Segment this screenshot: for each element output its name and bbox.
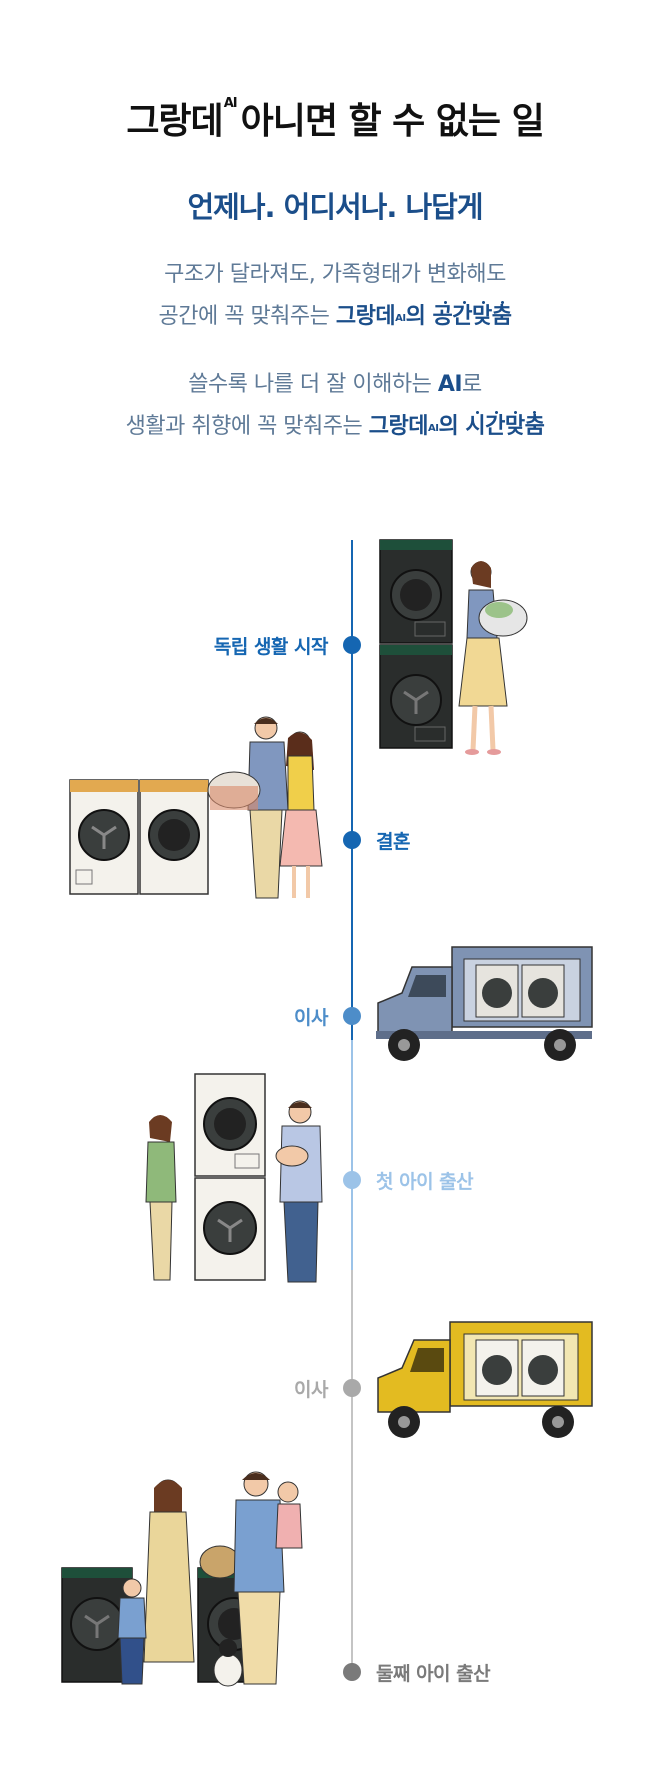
para1-line2: 공간에 꼭 맞춰주는 그랑데AI의 공간맞춤 bbox=[0, 296, 670, 338]
stacked-dark-dryer bbox=[379, 539, 453, 644]
para2-highlight: 시간맞춤 bbox=[465, 414, 545, 439]
move-truck-yellow bbox=[377, 1321, 593, 1438]
para1-of: 의 bbox=[405, 304, 433, 329]
mother-figure-2 bbox=[143, 1479, 195, 1663]
timeline-dot-independence bbox=[343, 636, 361, 654]
timeline-label-move-2: 이사 bbox=[294, 1379, 328, 1401]
marriage-illustration bbox=[69, 716, 323, 899]
timeline-dot-move-2 bbox=[343, 1379, 361, 1397]
timeline-label-move-1: 이사 bbox=[294, 1007, 328, 1029]
timeline-label-second-child: 둘째 아이 출산 bbox=[376, 1663, 491, 1685]
timeline-label-first-child: 첫 아이 출산 bbox=[376, 1171, 474, 1193]
timeline-line-top bbox=[351, 540, 353, 1040]
subtitle: 언제나. 어디서나. 나답게 bbox=[187, 190, 483, 224]
para2-line2: 생활과 취향에 꼭 맞춰주는 그랑데AI의 시간맞춤 bbox=[0, 406, 670, 448]
brand-ai-sup: AI bbox=[223, 96, 238, 111]
father-with-toddler bbox=[233, 1471, 303, 1685]
older-child bbox=[117, 1578, 147, 1685]
para2-of: 의 bbox=[438, 414, 466, 439]
para2-ai: AI bbox=[437, 372, 463, 397]
timeline-dot-marriage bbox=[343, 831, 361, 849]
para1-brand-sup: AI bbox=[395, 313, 406, 324]
white-stacked-units bbox=[194, 1073, 266, 1281]
timeline-dot-first-child bbox=[343, 1171, 361, 1189]
para1-brand: 그랑데 bbox=[335, 304, 396, 329]
father-with-baby bbox=[275, 1100, 323, 1283]
para2-line1-text: 쓸수록 나를 더 잘 이해하는 bbox=[188, 372, 438, 397]
para1-highlight: 공간맞춤 bbox=[432, 304, 512, 329]
timeline-label-marriage: 결혼 bbox=[376, 831, 410, 853]
timeline-line-mid bbox=[351, 1040, 353, 1270]
white-dryer bbox=[139, 779, 209, 895]
time-fit-paragraph: 쓸수록 나를 더 잘 이해하는 AI로 생활과 취향에 꼭 맞춰주는 그랑데AI… bbox=[0, 364, 670, 448]
timeline-label-independence: 독립 생활 시작 bbox=[213, 636, 329, 658]
brand-name: 그랑데 bbox=[126, 101, 223, 142]
para2-brand: 그랑데 bbox=[368, 414, 429, 439]
couple-with-basket bbox=[207, 716, 323, 899]
second-child-illustration bbox=[61, 1471, 303, 1687]
stacked-dark-washer bbox=[379, 644, 453, 749]
woman-with-basket bbox=[458, 561, 528, 755]
dog-figure bbox=[213, 1639, 243, 1687]
para1-line1: 구조가 달라져도, 가족형태가 변화해도 bbox=[164, 262, 506, 287]
timeline-line-bottom bbox=[351, 1270, 353, 1672]
move-truck-blue bbox=[376, 946, 593, 1061]
independence-illustration bbox=[379, 539, 528, 755]
title-rest: 아니면 할 수 없는 일 bbox=[240, 101, 545, 142]
para2-line2-text: 생활과 취향에 꼭 맞춰주는 bbox=[125, 414, 369, 439]
para1-line2-text: 공간에 꼭 맞춰주는 bbox=[158, 304, 336, 329]
mother-figure bbox=[145, 1115, 177, 1281]
space-fit-paragraph: 구조가 달라져도, 가족형태가 변화해도 공간에 꼭 맞춰주는 그랑데AI의 공… bbox=[0, 254, 670, 338]
para2-brand-sup: AI bbox=[428, 423, 439, 434]
dark-washer-left bbox=[61, 1567, 133, 1683]
para2-line1-end: 로 bbox=[462, 372, 482, 397]
timeline-dot-move-1 bbox=[343, 1007, 361, 1025]
first-child-illustration bbox=[145, 1073, 323, 1283]
white-washer bbox=[69, 779, 139, 895]
para2-line1: 쓸수록 나를 더 잘 이해하는 AI로 bbox=[0, 364, 670, 406]
timeline-dot-second-child bbox=[343, 1663, 361, 1681]
